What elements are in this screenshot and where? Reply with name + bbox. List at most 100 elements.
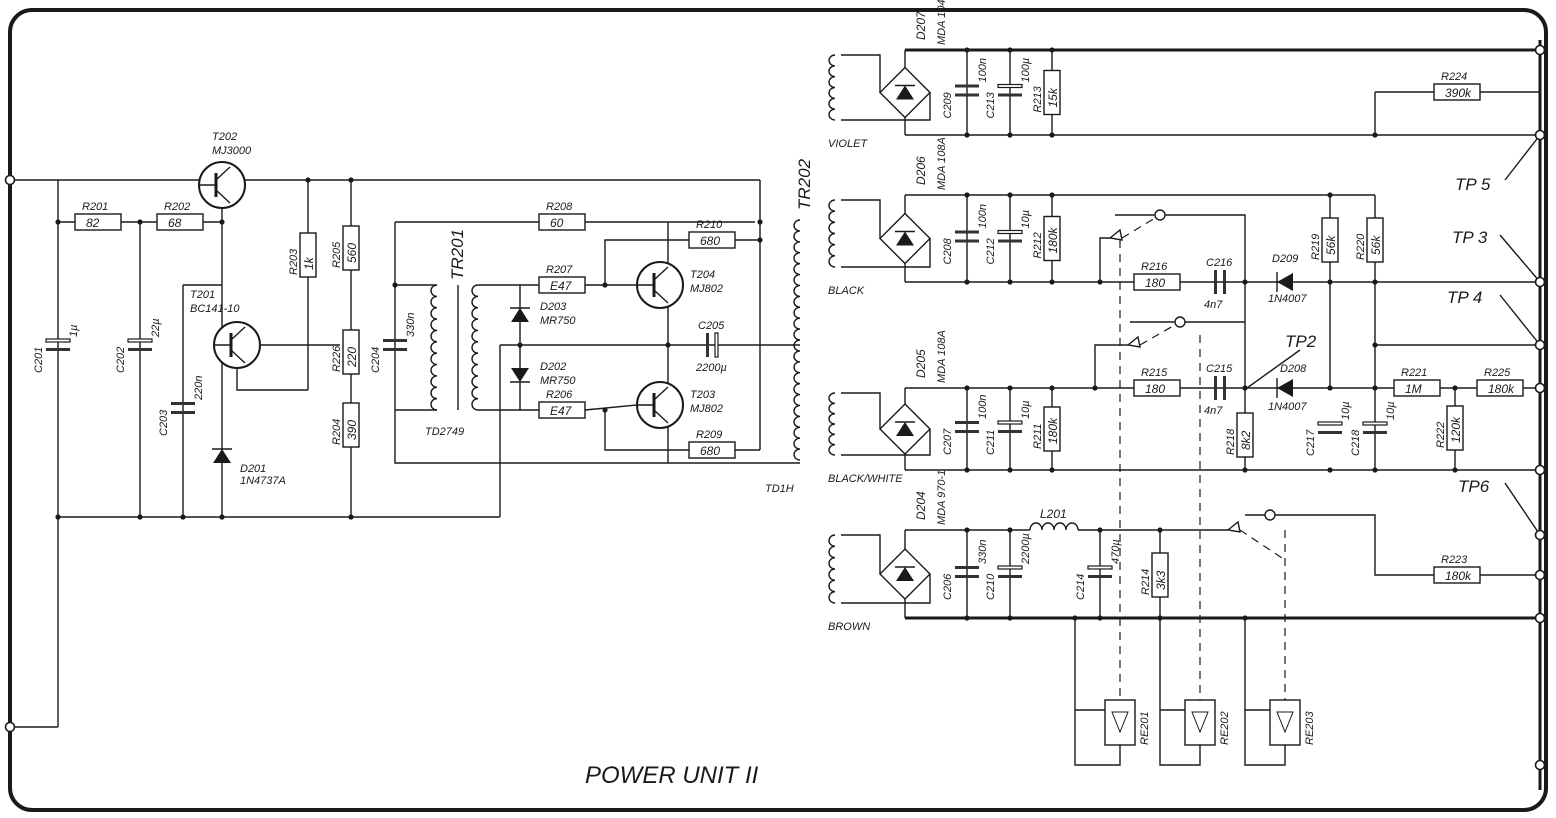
junction-dot xyxy=(180,514,186,520)
wire xyxy=(1074,618,1105,711)
terminal[interactable] xyxy=(4,174,16,186)
wire xyxy=(1159,618,1185,711)
resistor-ref: R207 xyxy=(546,264,573,276)
resistor-r211 xyxy=(1043,406,1061,452)
resistor-ref: R201 xyxy=(82,201,108,213)
terminal[interactable] xyxy=(1534,612,1546,624)
transformer-winding-black xyxy=(828,199,836,268)
capacitor-ref: C216 xyxy=(1206,257,1233,269)
test-point-tp4: TP 4 xyxy=(1447,288,1482,307)
resistor-r209 xyxy=(688,441,736,459)
wire xyxy=(1244,618,1270,711)
test-point-tp2: TP2 xyxy=(1285,332,1317,351)
relay-ref: RE203 xyxy=(1304,710,1316,745)
resistor-ref: R206 xyxy=(546,389,573,401)
terminal[interactable] xyxy=(4,721,16,733)
wire xyxy=(1499,294,1541,346)
resistor-value: 82 xyxy=(86,216,100,230)
resistor-value: 1M xyxy=(1405,382,1422,396)
diode-d202 xyxy=(510,368,530,383)
terminal[interactable] xyxy=(1534,569,1546,581)
terminal[interactable] xyxy=(1534,339,1546,351)
junction-dot xyxy=(1372,385,1378,391)
resistor-ref: R215 xyxy=(1141,367,1168,379)
diode-d208 xyxy=(1276,378,1293,398)
wire xyxy=(1094,344,1128,388)
transformer-ref: TR202 xyxy=(795,158,814,210)
transistor-t202 xyxy=(198,161,246,209)
junction-dot xyxy=(1242,385,1248,391)
resistor-ref: R221 xyxy=(1401,367,1427,379)
terminal[interactable] xyxy=(1534,759,1546,771)
relay-coil-icon xyxy=(1191,711,1209,734)
resistor-r203 xyxy=(299,232,317,278)
capacitor-c210 xyxy=(997,565,1023,578)
capacitor-value: 10µ xyxy=(1020,400,1032,419)
resistor-value: 180k xyxy=(1046,417,1060,444)
resistor-ref: R204 xyxy=(331,419,343,445)
capacitor-ref: C202 xyxy=(115,347,127,373)
resistor-value: 180 xyxy=(1145,276,1165,290)
resistor-r226 xyxy=(342,329,360,375)
switch-contact-arrow xyxy=(1226,520,1241,533)
terminal[interactable] xyxy=(1534,129,1546,141)
capacitor-value: 330n xyxy=(977,540,989,564)
wire-color-label: BLACK/WHITE xyxy=(828,473,903,485)
capacitor-ref: C208 xyxy=(942,237,954,264)
transformer-winding-violet xyxy=(828,54,836,121)
resistor-r202 xyxy=(156,213,204,231)
terminal[interactable] xyxy=(1534,44,1546,56)
transistor-ref: T202 xyxy=(212,131,237,143)
bridge-diode-symbol xyxy=(895,421,915,436)
capacitor-c214 xyxy=(1087,565,1113,578)
capacitor-ref: C206 xyxy=(942,573,954,600)
junction-dot xyxy=(1097,279,1103,285)
resistor-ref: R225 xyxy=(1484,367,1511,379)
capacitor-c213 xyxy=(997,83,1023,97)
capacitor-ref: C205 xyxy=(698,320,725,332)
junction-dot xyxy=(1092,385,1098,391)
wire xyxy=(1099,237,1110,282)
capacitor-c211 xyxy=(997,420,1023,433)
junction-dot xyxy=(1327,192,1333,198)
wire xyxy=(604,239,690,285)
capacitor-ref: C213 xyxy=(985,91,997,118)
transistor-ref: T201 xyxy=(190,289,215,301)
capacitor-value: 2200µ xyxy=(1020,533,1032,565)
capacitor-value: 2200µ xyxy=(695,362,727,374)
relay-coil-icon xyxy=(1111,711,1129,734)
resistor-r223 xyxy=(1433,566,1481,584)
resistor-value: 680 xyxy=(700,234,720,248)
terminal[interactable] xyxy=(1534,529,1546,541)
junction-dot xyxy=(1372,279,1378,285)
switch-contact xyxy=(1264,509,1276,521)
terminal[interactable] xyxy=(1534,464,1546,476)
test-point-tp6: TP6 xyxy=(1458,477,1490,496)
junction-dot xyxy=(348,177,354,183)
resistor-r205 xyxy=(342,225,360,271)
capacitor-c205 xyxy=(706,332,719,358)
diode-type: 1N4007 xyxy=(1268,293,1307,305)
resistor-value: 180k xyxy=(1046,226,1060,253)
capacitor-ref: C217 xyxy=(1305,429,1317,456)
junction-dot xyxy=(1372,342,1378,348)
resistor-ref: R214 xyxy=(1140,569,1152,595)
resistor-r212 xyxy=(1043,215,1061,262)
bridge-type: MDA 108A xyxy=(936,330,948,383)
wire xyxy=(584,404,638,411)
resistor-value: 8k2 xyxy=(1239,430,1253,450)
junction-dot xyxy=(219,514,225,520)
terminal[interactable] xyxy=(1534,382,1546,394)
terminal[interactable] xyxy=(1534,276,1546,288)
junction-dot xyxy=(1327,385,1333,391)
junction-dot xyxy=(1242,467,1248,473)
frame-border xyxy=(8,8,1548,812)
switch-contact-arrow xyxy=(1126,335,1141,348)
resistor-ref: R223 xyxy=(1441,554,1468,566)
wire xyxy=(841,238,931,268)
switch-contact xyxy=(1154,209,1166,221)
resistor-value: 680 xyxy=(700,444,720,458)
wire xyxy=(1074,710,1121,766)
